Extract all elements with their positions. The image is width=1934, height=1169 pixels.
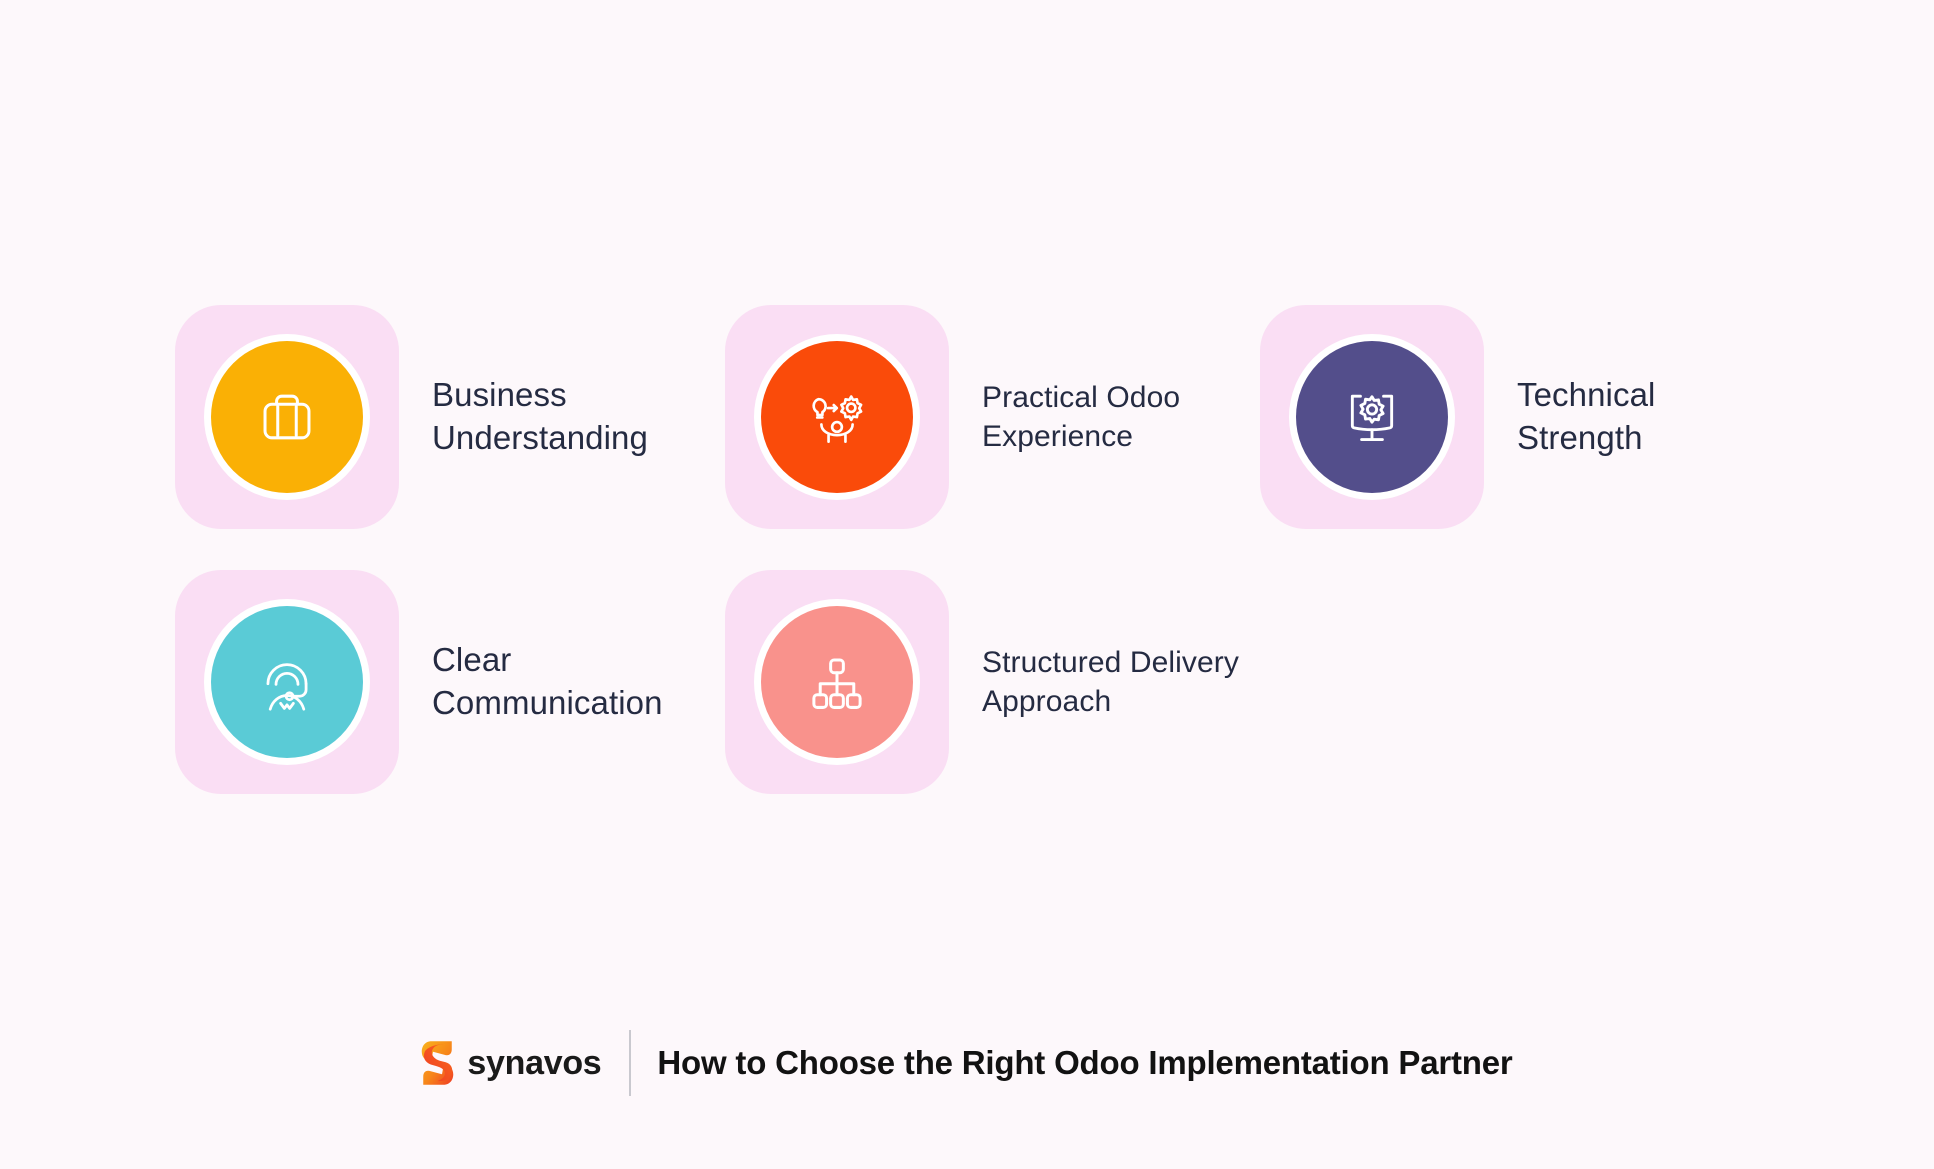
icon-ring [1289,334,1455,500]
feature-card-structured-delivery-approach[interactable]: Structured Delivery Approach [725,570,1260,794]
feature-card-label: Business Understanding [432,376,648,456]
icon-ring [204,599,370,765]
feature-card-label: Practical Odoo Experience [982,381,1181,453]
icon-ring [754,599,920,765]
icon-disc [761,606,913,758]
headset-support-icon [266,663,308,711]
footer-title: How to Choose the Right Odoo Implementat… [657,1044,1513,1081]
icon-disc [211,606,363,758]
feature-row-bottom: Clear Communication [175,570,1815,794]
idea-to-gear-person-icon [812,395,863,443]
brand-lockup[interactable]: synavos [421,1039,602,1087]
icon-tile [1260,305,1484,529]
org-chart-icon [812,658,862,709]
icon-tile [725,305,949,529]
brand-name: synavos [467,1043,602,1082]
footer-bar: synavos How to Choose the Right Odoo Imp… [0,1030,1934,1096]
icon-ring [754,334,920,500]
feature-card-label: Clear Communication [432,641,663,721]
feature-card-label: Structured Delivery Approach [982,646,1239,718]
feature-card-business-understanding[interactable]: Business Understanding [175,305,725,529]
briefcase-icon [263,394,311,440]
feature-card-label: Technical Strength [1517,376,1656,456]
feature-card-clear-communication[interactable]: Clear Communication [175,570,725,794]
feature-card-practical-odoo-experience[interactable]: Practical Odoo Experience [725,305,1260,529]
icon-disc [761,341,913,493]
monitor-gear-icon [1350,394,1394,441]
feature-row-top: Business Understanding [175,305,1815,529]
synavos-s-logo-icon [422,1041,454,1085]
footer-content: synavos How to Choose the Right Odoo Imp… [421,1030,1513,1096]
icon-disc [211,341,363,493]
icon-tile [725,570,949,794]
icon-tile [175,305,399,529]
icon-tile [175,570,399,794]
icon-ring [204,334,370,500]
footer-divider [629,1030,632,1096]
feature-card-technical-strength[interactable]: Technical Strength [1260,305,1780,529]
icon-disc [1296,341,1448,493]
feature-card-grid: Business Understanding [175,305,1815,794]
